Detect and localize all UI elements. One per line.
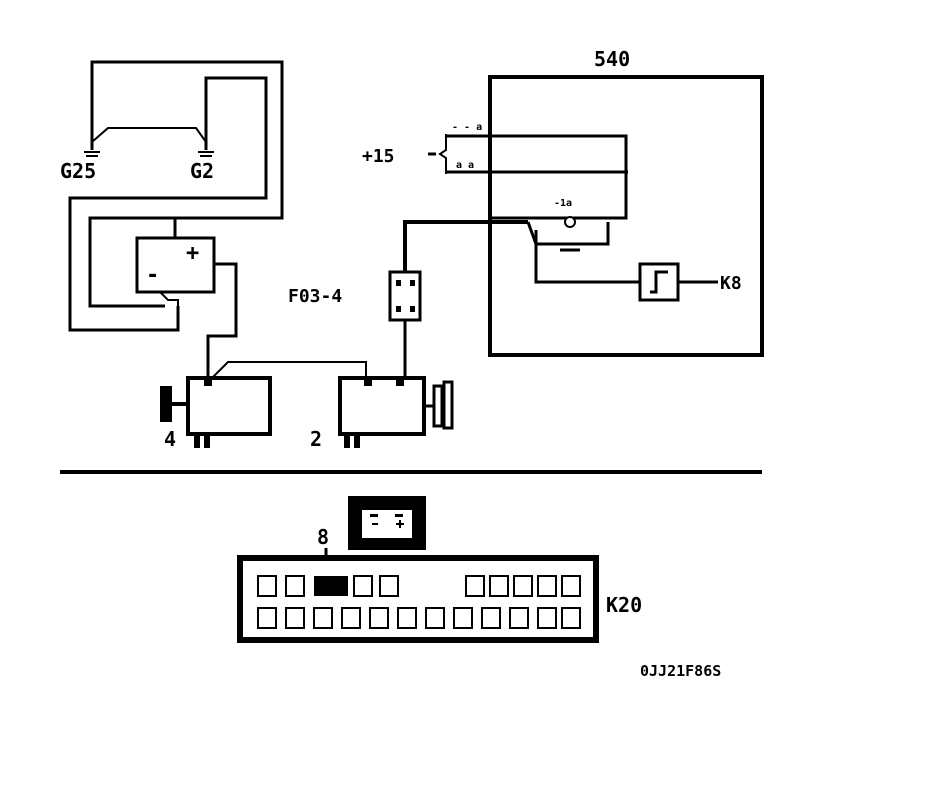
battery-minus: - <box>146 263 159 288</box>
ignition-label: +15 <box>362 146 395 167</box>
connector-row-bottom <box>257 607 581 629</box>
fuse-body <box>388 270 422 322</box>
component-2: 2 <box>211 361 454 451</box>
ignition-feed: +15 <box>362 134 447 174</box>
output-label: K8 <box>720 273 742 294</box>
component-4: 4 <box>160 376 272 451</box>
figure-code: 0JJ21F86S <box>640 662 721 680</box>
battery-icon <box>348 496 426 550</box>
module-pin-mark-2: a a <box>456 160 474 171</box>
pulse-shaper-box <box>638 262 680 302</box>
fuse-label: F03-4 <box>288 286 342 307</box>
ignition-brace <box>438 134 447 174</box>
component-2-body <box>338 376 426 436</box>
module-pin-mark-3: -1a <box>554 198 572 209</box>
connector-id-label: K20 <box>606 593 642 617</box>
component-4-body <box>186 376 272 436</box>
connector-k20: 8 K20 <box>237 496 642 643</box>
ground-g25: G25 <box>60 151 100 183</box>
fuse-f03-4: F03-4 <box>288 220 528 378</box>
component-2-pulley <box>432 384 444 428</box>
connector-pin-label: 8 <box>317 525 329 549</box>
ground-g25-label: G25 <box>60 159 96 183</box>
module-540: 540 - - a a a -1a K8 <box>446 47 764 357</box>
battery-body <box>135 236 216 294</box>
battery-plus: + <box>186 241 199 266</box>
battery: + - <box>135 236 238 380</box>
ground-g2: G2 <box>190 151 214 183</box>
module-id-label: 540 <box>594 47 630 71</box>
module-pin-mark: - - a <box>452 122 482 133</box>
connector-row-top <box>257 575 581 597</box>
diode-symbol <box>564 216 576 228</box>
component-2-label: 2 <box>310 427 322 451</box>
ground-wiring: G25 G2 <box>60 60 284 332</box>
ground-g2-label: G2 <box>190 159 214 183</box>
component-4-label: 4 <box>164 427 176 451</box>
connector-pin-8 <box>314 576 348 596</box>
